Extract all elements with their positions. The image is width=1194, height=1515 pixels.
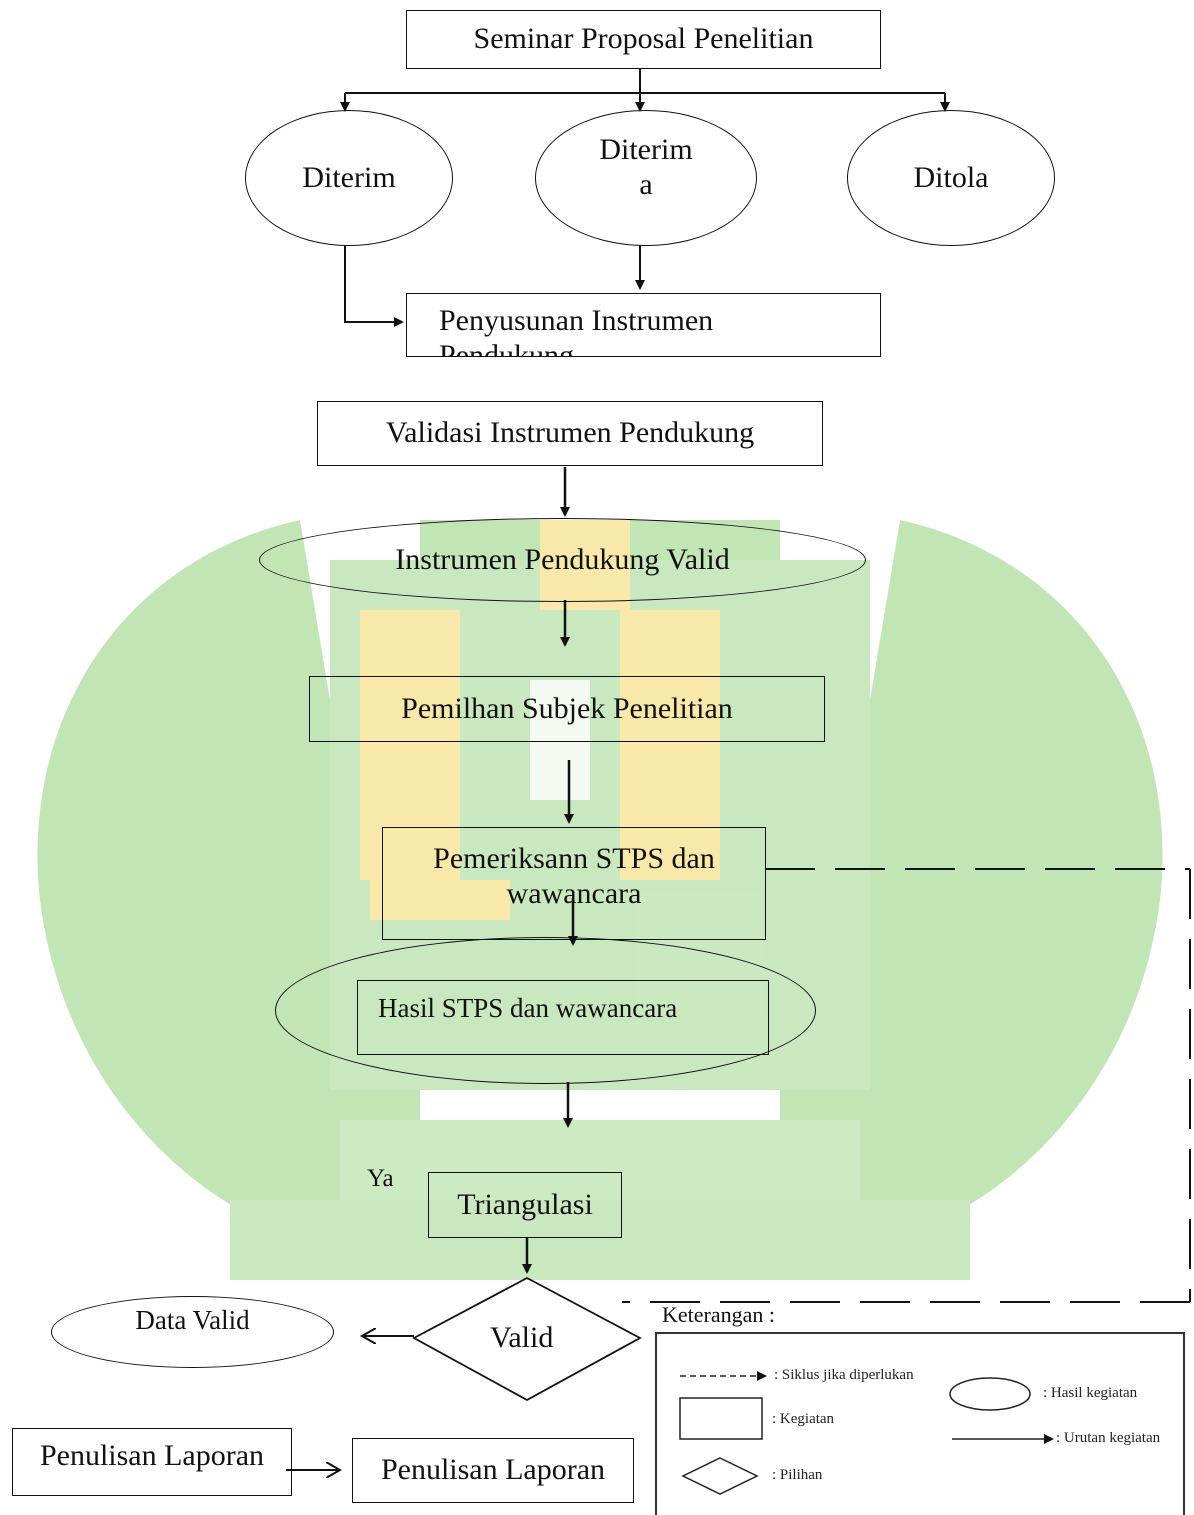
- node-penulisan-laporan-left: Penulisan Laporan: [12, 1428, 292, 1496]
- triangulasi-label: Triangulasi: [457, 1187, 593, 1221]
- node-ditola: Ditola: [847, 110, 1055, 246]
- legend-diamond-icon: [681, 1457, 759, 1495]
- penyusunan-label-2: Pendukung: [439, 338, 574, 357]
- diterima-mid-label-1: Diterim: [599, 133, 693, 166]
- node-hasil-stps: Hasil STPS dan wawancara: [357, 980, 769, 1055]
- legend-pilihan-label: : Pilihan: [772, 1467, 823, 1483]
- connector-seminar-branch: [340, 68, 950, 112]
- valid-label: Valid: [490, 1321, 554, 1354]
- diterima-mid-label-2: a: [639, 167, 653, 201]
- legend-title: Keterangan :: [662, 1302, 775, 1327]
- data-valid-label: Data Valid: [135, 1305, 250, 1335]
- node-data-valid: Data Valid: [51, 1296, 334, 1368]
- connector-dashed-loop: [622, 868, 1191, 1303]
- legend-kegiatan-label: : Kegiatan: [772, 1411, 835, 1427]
- seminar-label: Seminar Proposal Penelitian: [473, 22, 814, 56]
- diterim-left-label: Diterim: [302, 160, 396, 194]
- node-pemilihan-subjek: Pemilhan Subjek Penelitian: [309, 676, 825, 742]
- legend-urutan-label: : Urutan kegiatan: [1056, 1430, 1161, 1446]
- node-pemeriksaan-stps: Pemeriksann STPS dan wawancara: [382, 827, 766, 940]
- connector-diterim-penyusunan: [344, 245, 645, 327]
- decision-valid-diamond: [412, 1276, 642, 1402]
- penyusunan-label-1: Penyusunan Instrumen: [439, 304, 714, 337]
- node-triangulasi: Triangulasi: [428, 1172, 622, 1238]
- legend-hasil-label: : Hasil kegiatan: [1043, 1385, 1138, 1401]
- node-hasil-ellipse: [275, 937, 816, 1084]
- penulisan-left-label: Penulisan Laporan: [39, 1439, 265, 1472]
- pemeriksaan-label-1: Pemeriksann STPS dan: [433, 842, 715, 875]
- legend-rect-icon: [679, 1397, 763, 1440]
- validasi-label: Validasi Instrumen Pendukung: [385, 416, 755, 450]
- node-diterima-mid: Diterim a: [535, 110, 757, 246]
- instrumen-valid-label: Instrumen Pendukung Valid: [395, 542, 730, 576]
- legend-ellipse-icon: [949, 1377, 1031, 1411]
- legend-siklus-label: : Siklus jika diperlukan: [774, 1367, 914, 1383]
- node-penulisan-laporan-right: Penulisan Laporan: [352, 1438, 634, 1503]
- node-validasi-instrumen: Validasi Instrumen Pendukung: [317, 401, 823, 466]
- node-seminar-proposal: Seminar Proposal Penelitian: [406, 10, 881, 69]
- node-diterim-left: Diterim: [245, 110, 453, 246]
- ditola-label: Ditola: [913, 160, 989, 194]
- node-instrumen-valid: Instrumen Pendukung Valid: [259, 518, 866, 602]
- pemeriksaan-label-2: wawancara: [506, 876, 642, 910]
- connector-main-flow: [522, 467, 578, 1274]
- pemilihan-label: Pemilhan Subjek Penelitian: [401, 691, 733, 725]
- node-penyusunan-instrumen: Penyusunan Instrumen Pendukung: [406, 293, 881, 357]
- hasil-label: Hasil STPS dan wawancara: [378, 993, 678, 1023]
- legend-box: [655, 1332, 1185, 1515]
- penulisan-right-label: Penulisan Laporan: [380, 1453, 606, 1487]
- ya-label: Ya: [367, 1165, 394, 1192]
